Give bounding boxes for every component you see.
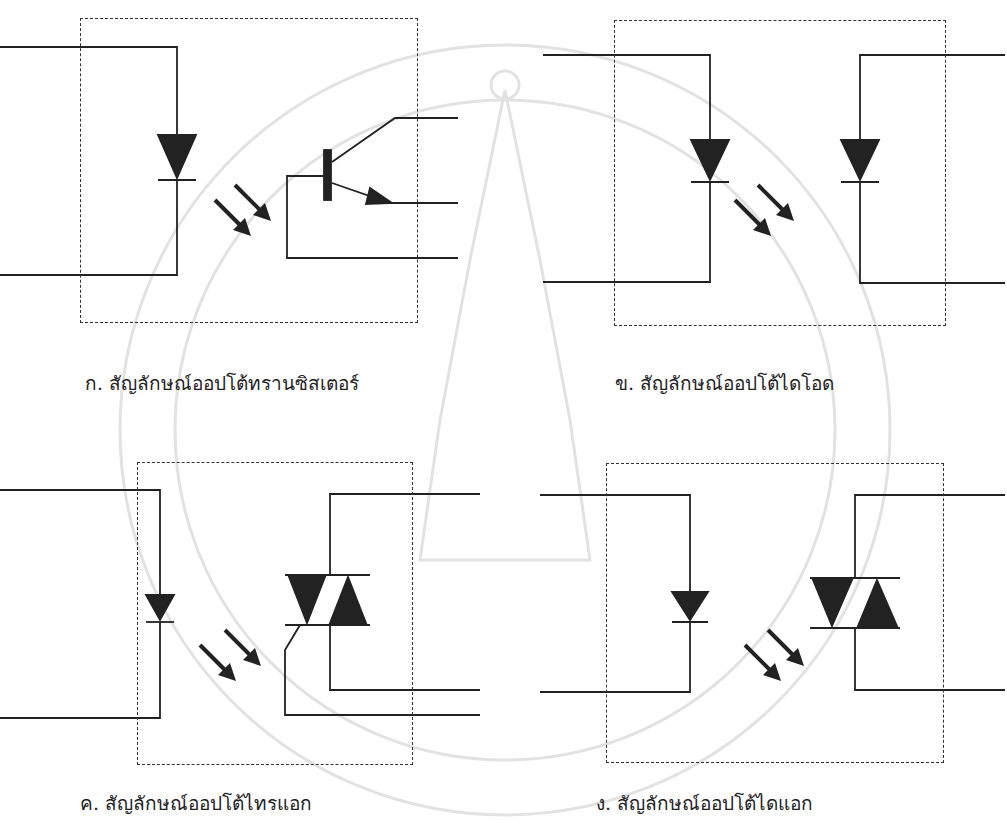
dashed-frame: [606, 463, 944, 763]
dashed-frame: [137, 462, 413, 765]
symbol-panel: ข. สัญลักษณ์ออปโต้ไดโอด: [614, 20, 946, 400]
dashed-frame: [614, 20, 946, 326]
symbol-panel: ค. สัญลักษณ์ออปโต้ไทรแอก: [80, 462, 413, 820]
symbol-panel: ก. สัญลักษณ์ออปโต้ทรานซิสเตอร์: [80, 18, 418, 400]
panel-caption: ข. สัญลักษณ์ออปโต้ไดโอด: [615, 368, 834, 398]
dashed-frame: [80, 18, 418, 323]
symbol-panel: ง. สัญลักษณ์ออปโต้ไดแอก: [596, 463, 944, 820]
panel-caption: ค. สัญลักษณ์ออปโต้ไทรแอก: [80, 788, 312, 818]
panel-caption: ก. สัญลักษณ์ออปโต้ทรานซิสเตอร์: [85, 368, 359, 398]
watermark-seal: [120, 45, 890, 815]
panel-caption: ง. สัญลักษณ์ออปโต้ไดแอก: [596, 788, 813, 818]
